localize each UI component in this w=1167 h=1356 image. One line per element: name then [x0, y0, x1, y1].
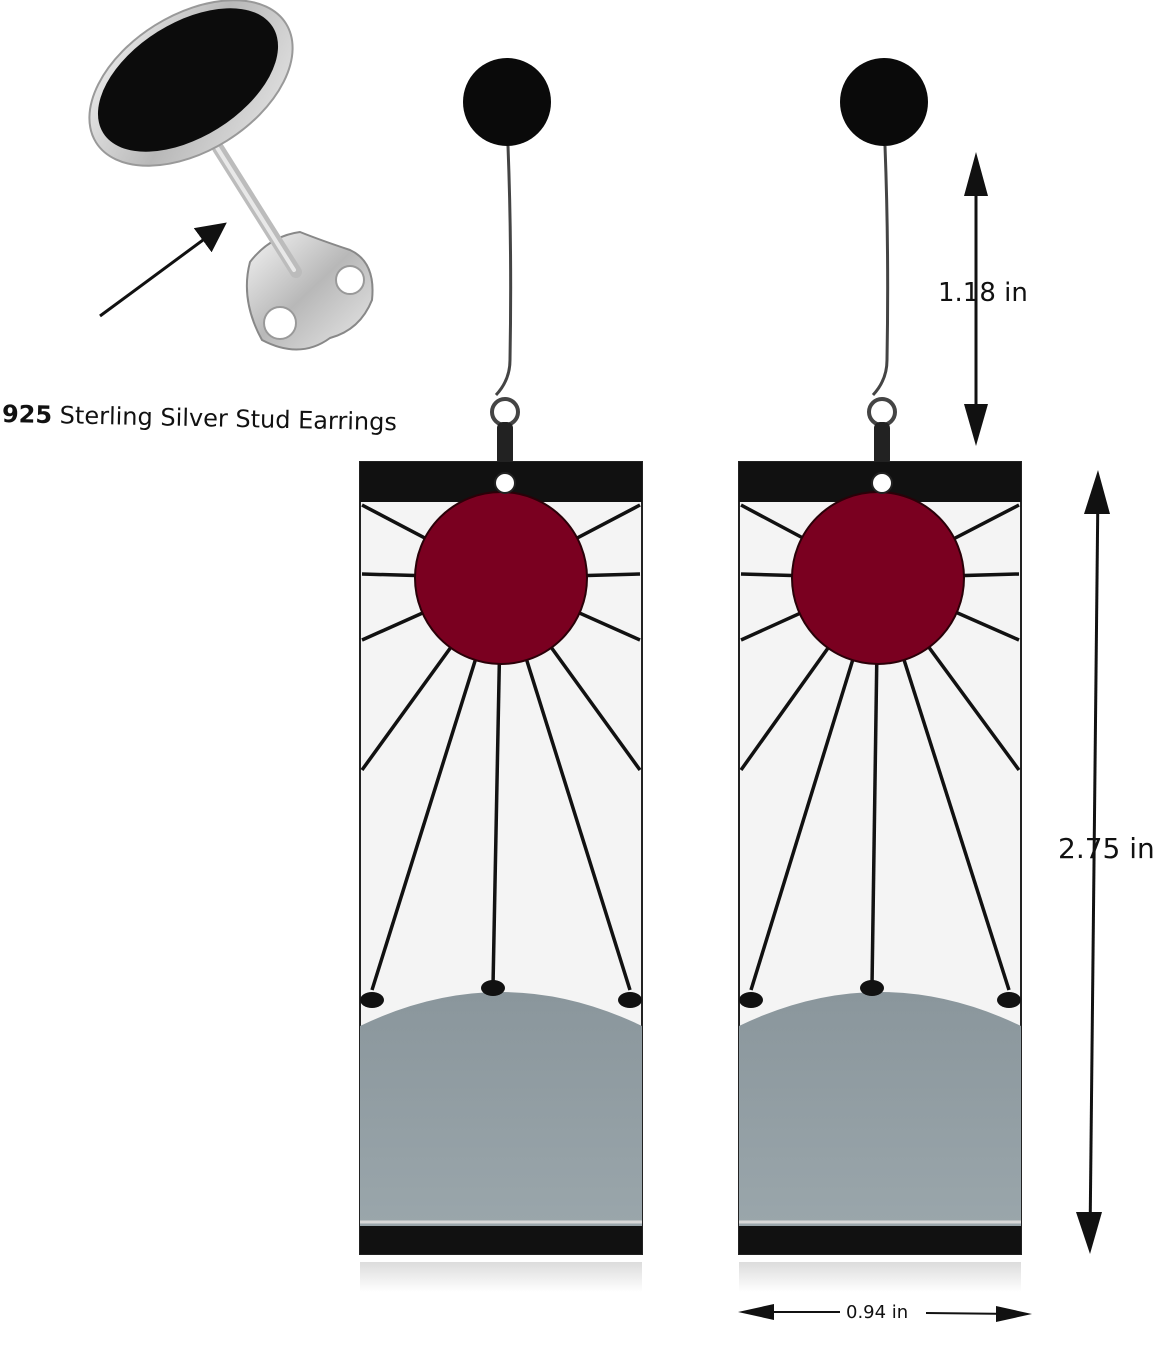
- charm-width-arrow: [738, 1304, 1032, 1322]
- charm-hole: [871, 472, 893, 494]
- charm-reflection: [739, 1262, 1021, 1292]
- charm-length-arrow: [1076, 470, 1110, 1254]
- charm-ground: [360, 992, 642, 1226]
- charm-reflection: [360, 1262, 642, 1292]
- charm-ray-drop: [739, 992, 763, 1008]
- charm-ray-drop: [360, 992, 384, 1008]
- stud-pointer-arrow: [99, 222, 227, 318]
- charm-ray-drop: [481, 980, 505, 996]
- charm-bottom-band: [739, 1226, 1021, 1254]
- charm-length-label: 2.75 in: [1058, 832, 1155, 865]
- charm-panel-right: [738, 461, 1022, 1292]
- charm-ground: [739, 992, 1021, 1226]
- charm-width-label: 0.94 in: [846, 1302, 909, 1323]
- stud-caption-bold: 925: [1, 400, 53, 430]
- charm-sun: [414, 491, 588, 665]
- hook-length-arrow: [964, 152, 988, 446]
- charm-ray-drop: [618, 992, 642, 1008]
- charm-ray-drop: [860, 980, 884, 996]
- charm-panel-left: [359, 461, 643, 1292]
- charm-sun: [791, 491, 965, 665]
- earring-left: [463, 58, 551, 466]
- charm-bottom-band: [360, 1226, 642, 1254]
- charm-hole: [494, 472, 516, 494]
- stud-earring-image: [88, 0, 374, 351]
- charm-ray-drop: [997, 992, 1021, 1008]
- earring-right: [840, 58, 928, 466]
- hook-length-label: 1.18 in: [938, 278, 1028, 308]
